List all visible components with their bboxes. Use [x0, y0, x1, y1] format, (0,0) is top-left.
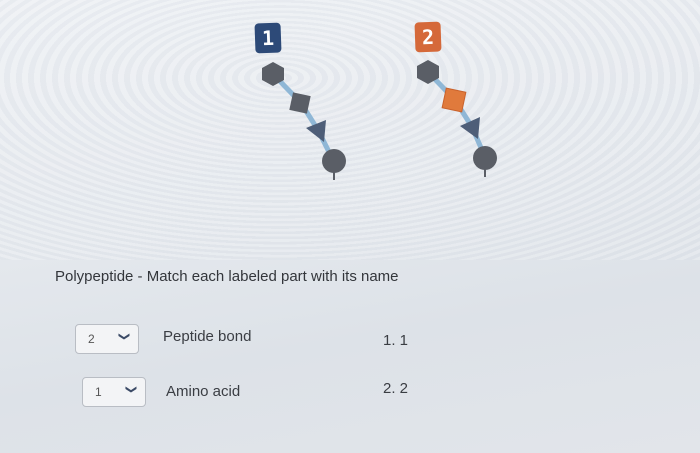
- match-select-2[interactable]: 1 ❯: [82, 377, 146, 407]
- chain-2-hexagon-icon: [417, 60, 439, 84]
- chain-2-circle-icon: [473, 146, 497, 170]
- label-badge-2: 2: [414, 21, 442, 53]
- polypeptide-diagram: 1 2: [254, 21, 497, 180]
- chain-1: [262, 62, 346, 180]
- label-badge-1: 1: [254, 22, 282, 54]
- polypeptide-svg: [262, 60, 497, 180]
- chain-2: [417, 60, 497, 177]
- match-select-1-value: 2: [88, 332, 95, 346]
- match-item-name-2: Amino acid: [166, 383, 241, 400]
- chevron-down-icon: ❯: [124, 384, 137, 395]
- chain-1-hexagon-icon: [262, 62, 284, 86]
- screen-moire-background: [0, 0, 700, 260]
- match-row-2: 1 ❯ Amino acid 2. 2: [0, 375, 700, 415]
- answer-choice-1: 1. 1: [383, 332, 409, 349]
- chevron-down-icon: ❯: [117, 331, 130, 342]
- chain-2-triangle-icon: [460, 117, 480, 139]
- chain-2-square-icon: [441, 87, 467, 113]
- question-text: Polypeptide - Match each labeled part wi…: [55, 268, 399, 285]
- match-row-1: 2 ❯ Peptide bond 1. 1: [0, 320, 700, 360]
- match-select-1[interactable]: 2 ❯: [75, 324, 139, 354]
- chain-1-square-icon: [289, 92, 311, 114]
- chain-1-circle-icon: [322, 149, 346, 173]
- match-item-name-1: Peptide bond: [163, 328, 252, 345]
- answer-choice-2: 2. 2: [383, 380, 409, 397]
- chain-1-triangle-icon: [306, 120, 326, 142]
- match-select-2-value: 1: [95, 385, 102, 399]
